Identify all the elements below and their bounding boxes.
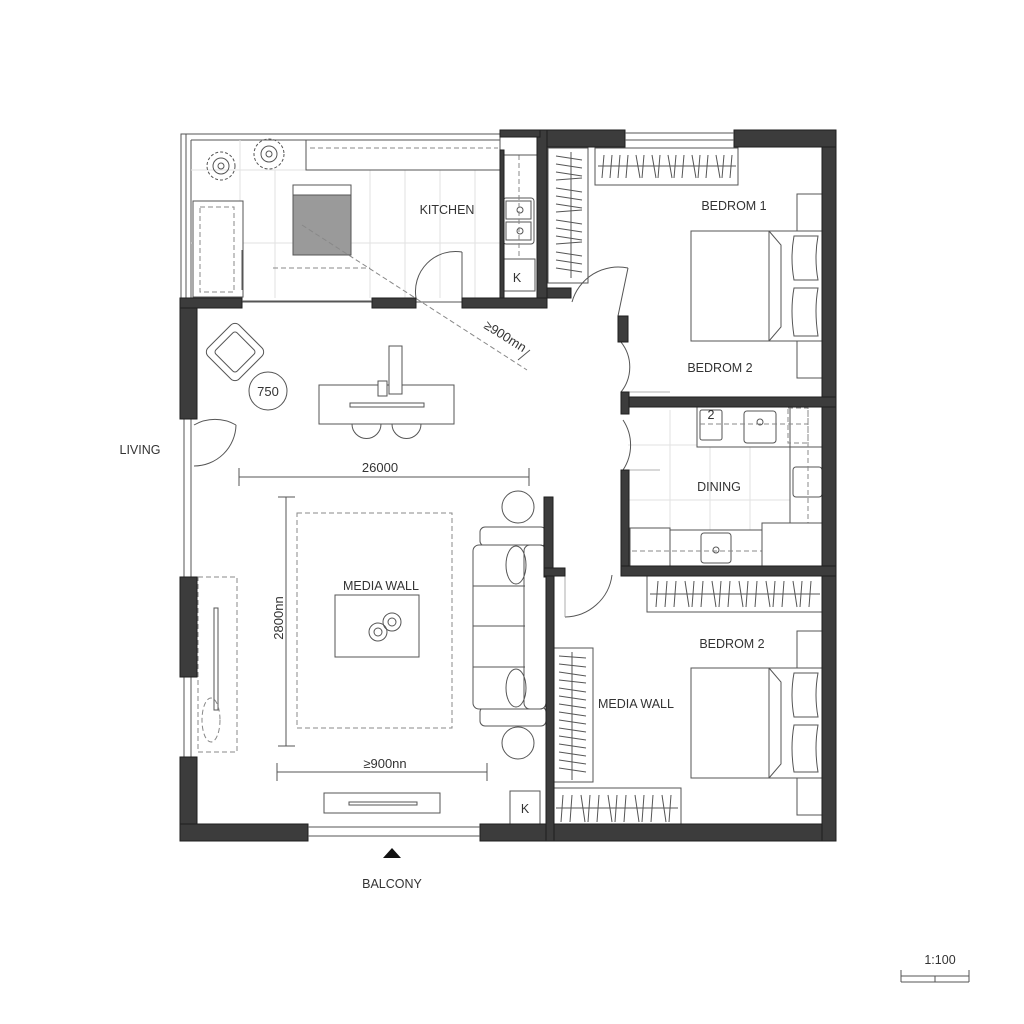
room-label-bedroom-2-upper: BEDROM 2 bbox=[687, 361, 752, 375]
living-door[interactable] bbox=[193, 418, 237, 426]
bedroom-1-zone: BEDROM 1 BEDROM 2 bbox=[547, 147, 825, 393]
dining-tag: 2 bbox=[708, 408, 715, 422]
tv-unit bbox=[323, 792, 441, 814]
coffee-table bbox=[334, 594, 420, 658]
living-zone: 750 ≥900mn 26000 2800nn MEDIA WALL bbox=[120, 317, 613, 825]
room-label-kitchen: KITCHEN bbox=[420, 203, 475, 217]
dining-sink-top bbox=[743, 410, 777, 444]
plant-icon bbox=[253, 138, 285, 170]
round-table bbox=[248, 371, 288, 411]
room-label-bedroom-1: BEDROM 1 bbox=[701, 199, 766, 213]
sofa bbox=[472, 490, 547, 760]
armchair bbox=[205, 322, 265, 382]
wardrobe-hangers bbox=[601, 154, 733, 179]
dining-zone: 2 DINING bbox=[622, 406, 823, 567]
bedroom-2-upper-door[interactable] bbox=[620, 341, 631, 393]
kitchen-zone: K KITCHEN bbox=[180, 129, 538, 371]
round-table-label: 750 bbox=[257, 384, 279, 399]
dining-sink-bottom bbox=[700, 532, 732, 564]
scale-bar: 1:100 bbox=[900, 953, 970, 983]
hall-door[interactable] bbox=[564, 574, 613, 618]
sofa-clearance-dimension: ≥900nn bbox=[363, 756, 406, 771]
balcony-marker: BALCONY bbox=[362, 848, 423, 891]
living-height-dimension: 2800nn bbox=[271, 596, 286, 639]
room-label-media-wall-living: MEDIA WALL bbox=[343, 579, 419, 593]
media-unit bbox=[197, 576, 238, 753]
room-label-dining: DINING bbox=[697, 480, 741, 494]
north-arrow-icon bbox=[383, 848, 401, 858]
living-appliance-box bbox=[509, 790, 541, 825]
kitchen-appliance-box bbox=[499, 258, 536, 292]
room-label-bedroom-2-lower: BEDROM 2 bbox=[699, 637, 764, 651]
scale-label: 1:100 bbox=[924, 953, 955, 967]
dining-door[interactable] bbox=[622, 419, 632, 471]
bed-1 bbox=[690, 230, 823, 342]
kitchen-door[interactable] bbox=[414, 250, 463, 299]
plant-icon bbox=[206, 151, 236, 181]
fridge bbox=[192, 200, 244, 298]
bed-2 bbox=[690, 667, 823, 779]
kitchen-island bbox=[292, 184, 352, 256]
room-label-media-wall-bedroom: MEDIA WALL bbox=[598, 697, 674, 711]
bedroom-2-zone: BEDROM 2 MEDIA WALL bbox=[552, 574, 825, 829]
room-label-balcony: BALCONY bbox=[362, 877, 422, 891]
kitchen-counter bbox=[305, 139, 501, 171]
kitchen-appliance-label: K bbox=[513, 271, 522, 285]
wardrobe-left bbox=[547, 147, 589, 284]
living-width-dimension: 26000 bbox=[362, 460, 398, 475]
walls bbox=[179, 129, 837, 842]
diagonal-dimension: ≥900mn bbox=[482, 317, 530, 355]
bedroom-1-door[interactable] bbox=[571, 266, 629, 303]
rug bbox=[296, 512, 453, 729]
bar-counter bbox=[318, 345, 455, 439]
living-appliance-label: K bbox=[521, 802, 530, 816]
room-label-living: LIVING bbox=[120, 443, 161, 457]
